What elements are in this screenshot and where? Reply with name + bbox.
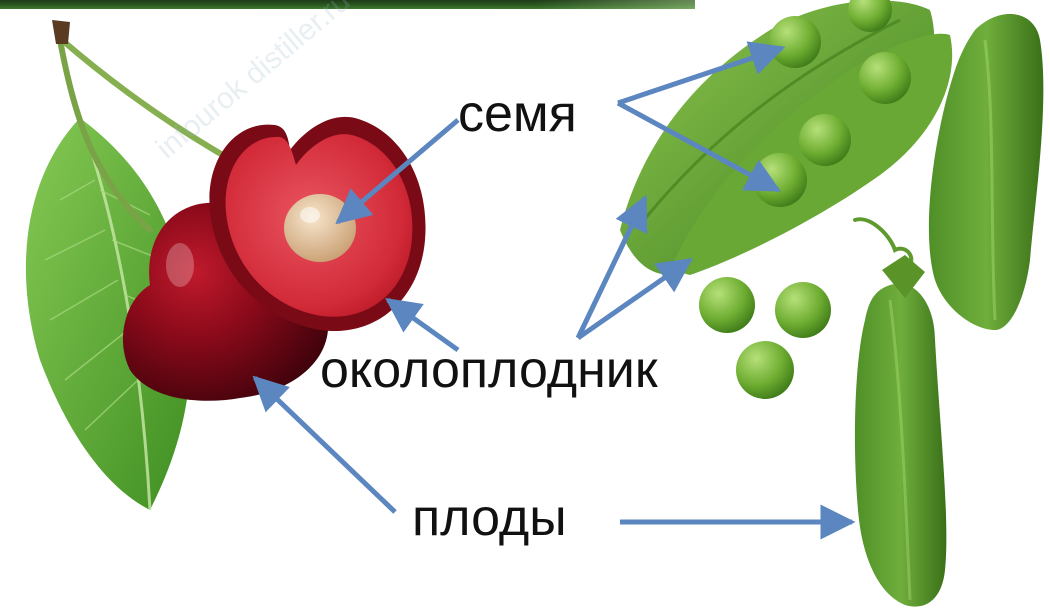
pericarp-label: околоплодник [320,344,658,396]
seed-label: семя [458,88,577,140]
fruits-label: плоды [412,492,567,544]
closed-pea-pod-lower [855,219,946,606]
loose-peas [699,277,831,399]
